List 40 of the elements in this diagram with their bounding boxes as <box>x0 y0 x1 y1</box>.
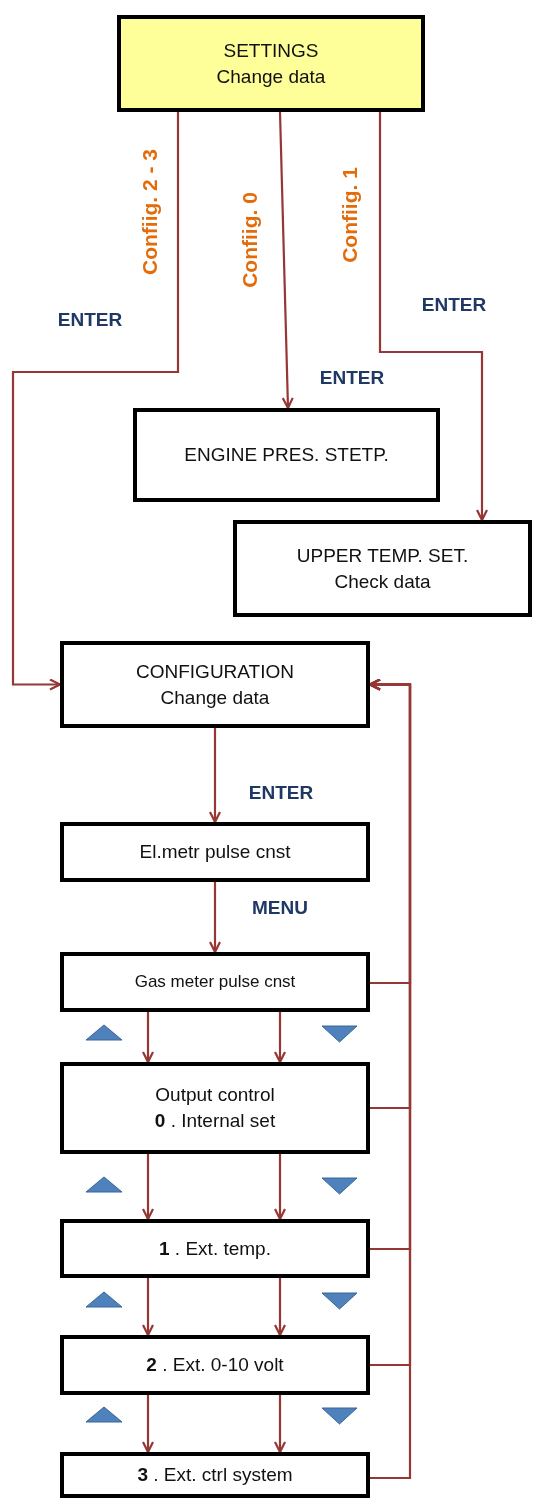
arrow <box>273 1012 287 1064</box>
process-box <box>60 952 370 1012</box>
key-label: ENTER <box>421 294 487 316</box>
process-box <box>60 1335 370 1395</box>
node-text: ENGINE PRES. STETP. <box>184 443 389 468</box>
process-box <box>60 1062 370 1154</box>
node-text: 0 . Internal set <box>154 1109 276 1133</box>
process-box <box>60 1452 370 1498</box>
arrow <box>273 1278 287 1337</box>
arrow <box>141 1154 155 1221</box>
node-text: 1 . Ext. temp. <box>159 1236 271 1261</box>
arrow <box>141 1395 155 1454</box>
arrow <box>11 112 180 691</box>
process-box <box>233 520 532 617</box>
arrow <box>208 882 222 954</box>
arrow <box>141 1278 155 1337</box>
process-box <box>60 1219 370 1278</box>
arrow <box>141 1012 155 1064</box>
arrow <box>273 1395 287 1454</box>
node-text: Check data <box>334 569 431 594</box>
node-text: Change data <box>216 64 326 89</box>
arrow <box>273 1154 287 1221</box>
process-box <box>60 822 370 882</box>
arrow <box>378 112 489 522</box>
process-box <box>60 641 370 728</box>
key-label: ENTER <box>57 309 123 331</box>
node-text: 3 . Ext. ctrl system <box>137 1463 293 1488</box>
node-title: Output control <box>155 1083 275 1108</box>
node-text: 2 . Ext. 0-10 volt <box>146 1353 284 1378</box>
node-text: El.metr pulse cnst <box>139 840 291 865</box>
node-text: Gas meter pulse cnst <box>134 972 296 992</box>
node-text: Change data <box>160 685 270 710</box>
process-box <box>117 15 425 112</box>
node-title: SETTINGS <box>223 38 319 63</box>
node-title: UPPER TEMP. SET. <box>296 543 469 568</box>
key-label: ENTER <box>319 367 385 389</box>
arrow <box>278 111 294 410</box>
process-box <box>133 408 440 502</box>
node-title: CONFIGURATION <box>136 659 294 684</box>
arrow <box>208 728 222 824</box>
